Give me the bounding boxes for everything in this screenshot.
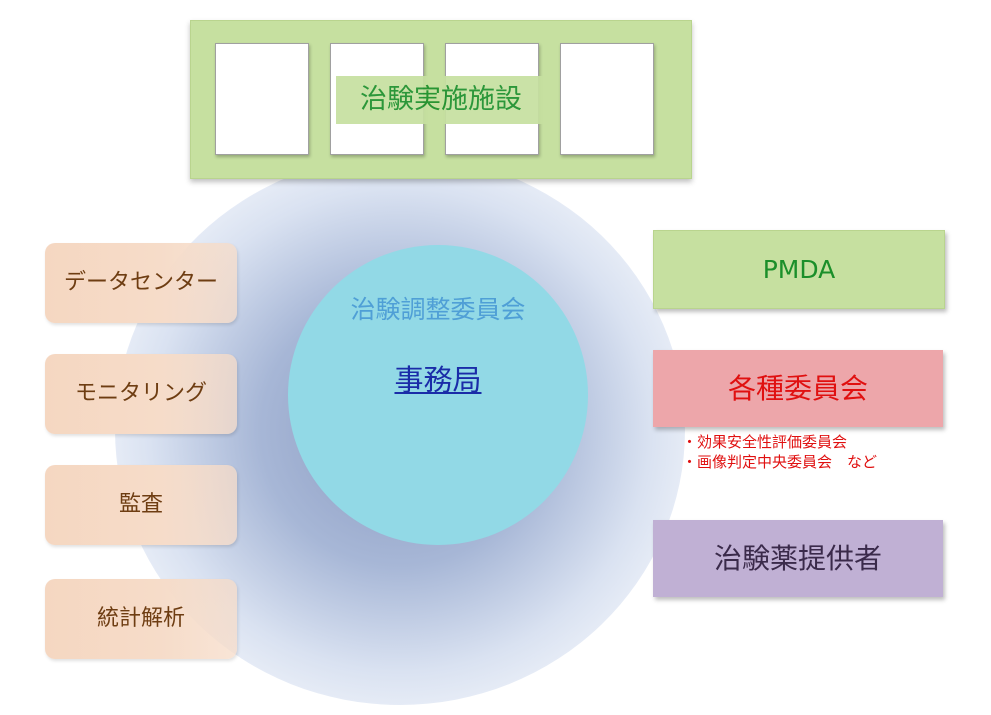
audit-box: 監査 [45, 465, 237, 545]
pmda-box: PMDA [653, 230, 945, 309]
coordinating-committee-circle [288, 245, 588, 545]
committee-list: ・効果安全性評価委員会 ・画像判定中央委員会 など [682, 432, 877, 472]
committees-box: 各種委員会 [653, 350, 943, 427]
facilities-title: 治験実施施設 [336, 75, 546, 124]
committee-item: ・効果安全性評価委員会 [682, 433, 848, 451]
coordinating-committee-label: 治験調整委員会 [350, 295, 526, 324]
committee-item: ・画像判定中央委員会 など [682, 453, 878, 471]
facility-box-4 [560, 43, 654, 155]
facilities-panel: 治験実施施設 [190, 20, 692, 179]
monitoring-box: モニタリング [45, 354, 237, 434]
data-center-box: データセンター [45, 243, 237, 323]
secretariat-link[interactable]: 事務局 [394, 363, 482, 397]
drug-provider-box: 治験薬提供者 [653, 520, 943, 597]
facility-box-1 [215, 43, 309, 155]
statistics-box: 統計解析 [45, 579, 237, 659]
